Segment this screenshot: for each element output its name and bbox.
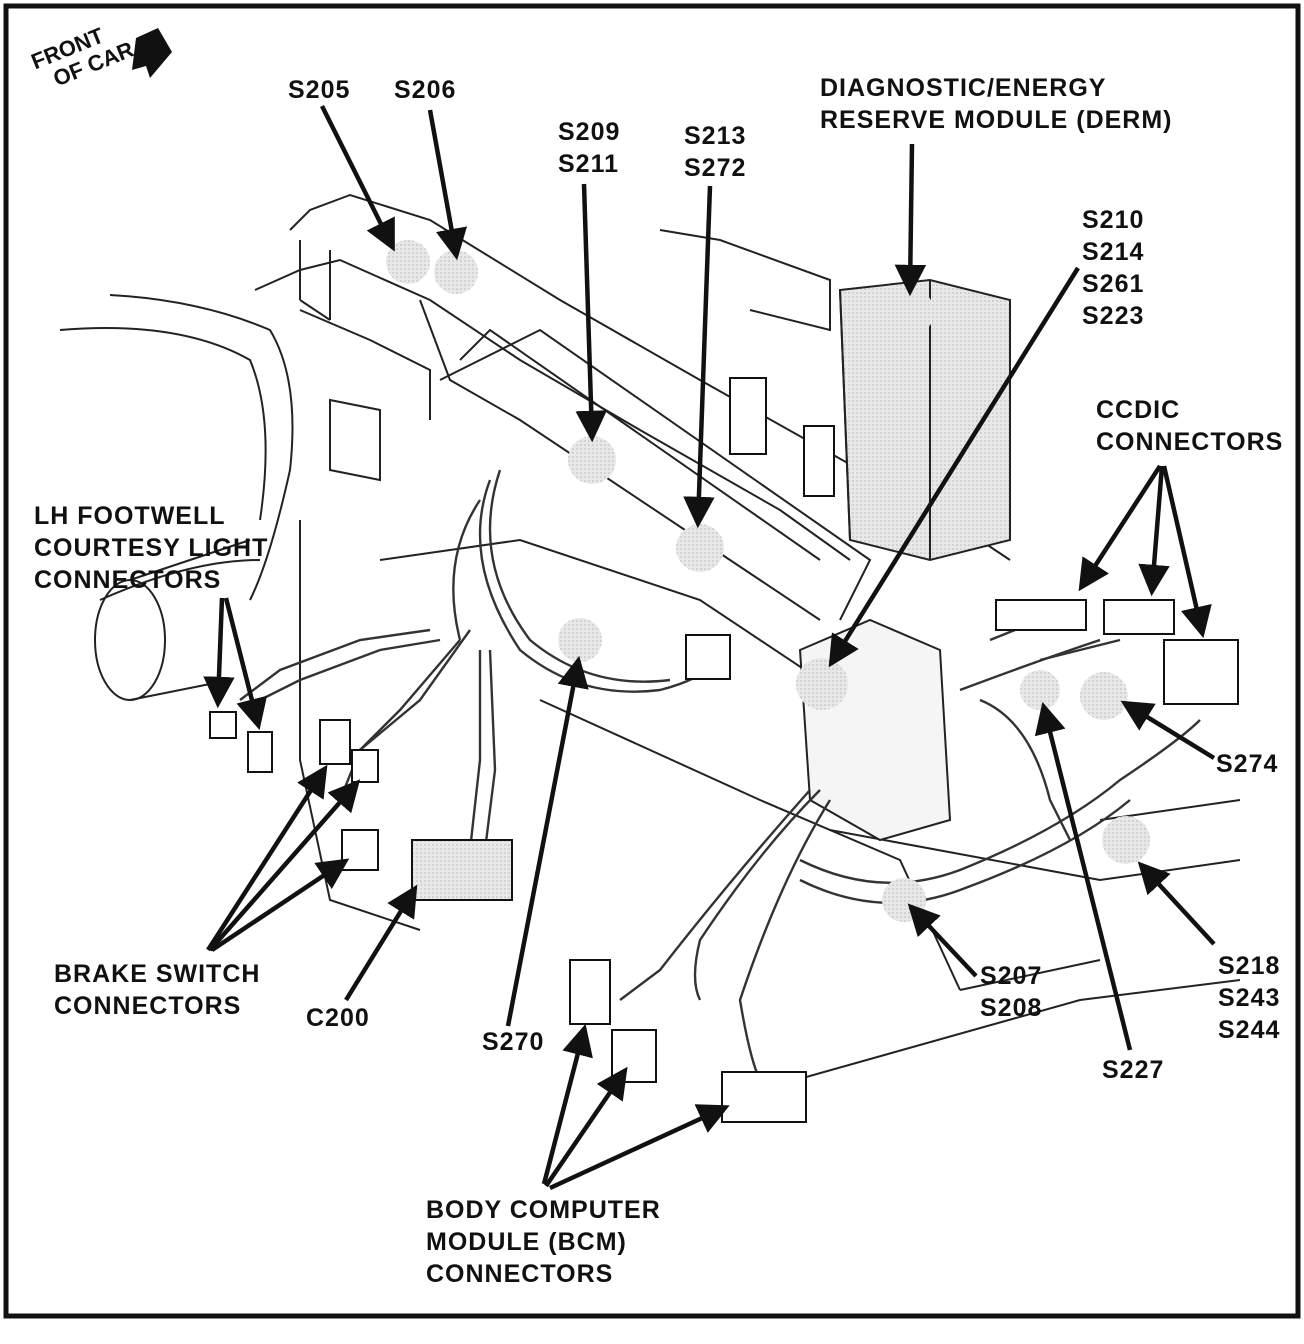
- arrow-bcm-1: [541, 1023, 593, 1185]
- connector-upper: [729, 377, 767, 455]
- splice-s213-s272: [676, 524, 724, 572]
- connector-ccdic-3: [1163, 639, 1239, 705]
- splice-s205: [386, 240, 430, 284]
- splice-s227: [1020, 670, 1060, 710]
- label-s227: S227: [1102, 1056, 1165, 1084]
- label-s206: S206: [394, 76, 457, 104]
- label-lh-footwell: LH FOOTWELL COURTESY LIGHT CONNECTORS: [34, 502, 269, 594]
- splice-s209-s211: [568, 436, 616, 484]
- arrow-ccdic-1: [1078, 464, 1162, 592]
- arrow-s274: [1120, 700, 1216, 760]
- label-s270: S270: [482, 1028, 545, 1056]
- arrow-s270: [505, 655, 589, 1027]
- arrow-s210-group: [828, 266, 1080, 668]
- arrow-bcm-3: [549, 1104, 730, 1191]
- connector-c200: [411, 839, 513, 901]
- arrow-s209-s211: [575, 183, 607, 443]
- connector-footwell-1: [209, 711, 237, 739]
- arrow-footwell-2: [223, 597, 268, 731]
- label-s205: S205: [288, 76, 351, 104]
- arrow-ccdic-3: [1161, 465, 1212, 639]
- arrow-brake-2: [208, 779, 361, 952]
- arrow-brake-1: [206, 764, 328, 952]
- label-s274: S274: [1216, 750, 1279, 778]
- splice-derm: [886, 288, 934, 336]
- connector-bcm-1: [569, 959, 611, 1025]
- arrow-brake-3: [210, 858, 350, 952]
- arrow-footwell-1: [203, 597, 235, 709]
- front-arrow-icon: [132, 28, 172, 78]
- label-s213-s272: S213 S272: [684, 122, 747, 182]
- connector-ccdic-2: [1103, 599, 1175, 635]
- connector-brake-2: [351, 749, 379, 783]
- label-s218-group: S218 S243 S244: [1218, 952, 1281, 1044]
- arrow-s218-group: [1137, 861, 1216, 946]
- connector-derm-side: [803, 425, 835, 497]
- label-brake-switch: BRAKE SWITCH CONNECTORS: [54, 960, 261, 1020]
- callout-arrows: [203, 104, 1216, 1191]
- label-s207-s208: S207 S208: [980, 962, 1043, 1022]
- frame: [3, 3, 1301, 1319]
- arrow-s207-s208: [907, 903, 978, 978]
- connector-ccdic-1: [995, 599, 1087, 631]
- wire-harness: [239, 469, 1201, 1081]
- connector-bcm-3: [721, 1071, 807, 1123]
- label-s209-s211: S209 S211: [558, 118, 621, 178]
- splice-s218-group: [1102, 816, 1150, 864]
- label-bcm: BODY COMPUTER MODULE (BCM) CONNECTORS: [426, 1196, 661, 1288]
- arrow-s205: [319, 104, 395, 252]
- splice-s270: [558, 618, 602, 662]
- splice-s210-group: [796, 658, 848, 710]
- splice-s274: [1080, 672, 1128, 720]
- arrow-s206: [427, 109, 468, 261]
- arrow-bcm-2: [544, 1066, 628, 1188]
- arrow-s213-s272: [683, 185, 715, 529]
- arrow-derm: [894, 143, 927, 297]
- splice-s206: [434, 250, 478, 294]
- arrow-ccdic-2: [1138, 465, 1170, 597]
- arrow-s227: [1034, 701, 1133, 1051]
- splice-spots: [386, 240, 1150, 922]
- connector-bcm-2: [611, 1029, 657, 1083]
- label-c200: C200: [306, 1004, 370, 1032]
- arrow-c200: [344, 884, 418, 1002]
- label-derm: DIAGNOSTIC/ENERGY RESERVE MODULE (DERM): [820, 74, 1173, 134]
- connector-footwell-2: [247, 731, 273, 773]
- connectors: [209, 377, 1239, 1123]
- connector-brake-3: [341, 829, 379, 871]
- connector-brake-1: [319, 719, 351, 765]
- connector-center: [685, 634, 731, 680]
- label-ccdic: CCDIC CONNECTORS: [1096, 396, 1284, 456]
- label-s210-group: S210 S214 S261 S223: [1082, 206, 1145, 330]
